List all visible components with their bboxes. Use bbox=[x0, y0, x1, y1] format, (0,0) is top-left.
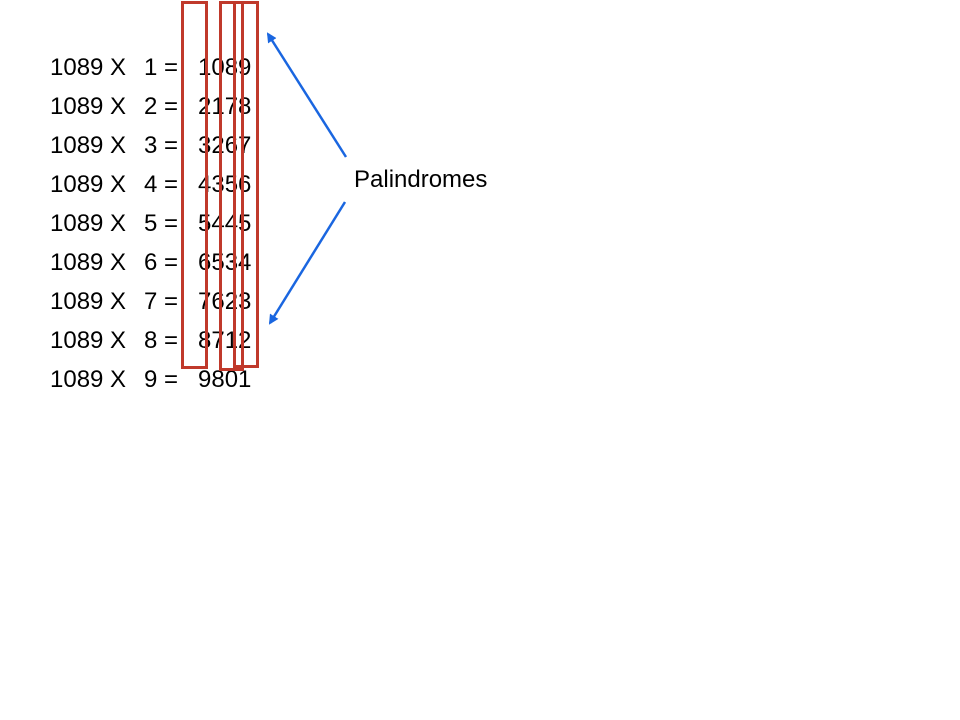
equals-sign: = bbox=[164, 93, 179, 120]
multiplicand: 1089 bbox=[50, 366, 104, 393]
multiplier: 1 bbox=[144, 54, 158, 81]
times-sign: X bbox=[110, 210, 127, 237]
times-sign: X bbox=[110, 132, 127, 159]
multiplier: 5 bbox=[144, 210, 158, 237]
equals-sign: = bbox=[164, 210, 179, 237]
times-sign: X bbox=[110, 54, 127, 81]
arrow-up bbox=[266, 32, 348, 158]
times-sign: X bbox=[110, 327, 127, 354]
multiplier: 2 bbox=[144, 93, 158, 120]
times-sign: X bbox=[110, 366, 127, 393]
equals-sign: = bbox=[164, 327, 179, 354]
equals-sign: = bbox=[164, 249, 179, 276]
multiplicand: 1089 bbox=[50, 54, 104, 81]
multiplier: 6 bbox=[144, 249, 158, 276]
multiplicand: 1089 bbox=[50, 249, 104, 276]
multiplicand: 1089 bbox=[50, 171, 104, 198]
multiplicand: 1089 bbox=[50, 210, 104, 237]
multiplicand: 1089 bbox=[50, 327, 104, 354]
highlight-box-digit-1 bbox=[181, 1, 208, 369]
multiplier: 9 bbox=[144, 366, 158, 393]
multiplier: 8 bbox=[144, 327, 158, 354]
multiplier: 7 bbox=[144, 288, 158, 315]
multiplicand: 1089 bbox=[50, 288, 104, 315]
arrow-down bbox=[268, 201, 347, 325]
equals-sign: = bbox=[164, 132, 179, 159]
multiplier: 3 bbox=[144, 132, 158, 159]
highlight-box-digit-3 bbox=[233, 1, 259, 368]
highlight-box-digit-2 bbox=[219, 1, 244, 371]
palindromes-label: Palindromes bbox=[354, 166, 488, 193]
equals-sign: = bbox=[164, 366, 179, 393]
times-sign: X bbox=[110, 93, 127, 120]
multiplier: 4 bbox=[144, 171, 158, 198]
equals-sign: = bbox=[164, 54, 179, 81]
times-sign: X bbox=[110, 288, 127, 315]
times-sign: X bbox=[110, 171, 127, 198]
multiplicand: 1089 bbox=[50, 93, 104, 120]
times-sign: X bbox=[110, 249, 127, 276]
equals-sign: = bbox=[164, 288, 179, 315]
equals-sign: = bbox=[164, 171, 179, 198]
multiplicand: 1089 bbox=[50, 132, 104, 159]
